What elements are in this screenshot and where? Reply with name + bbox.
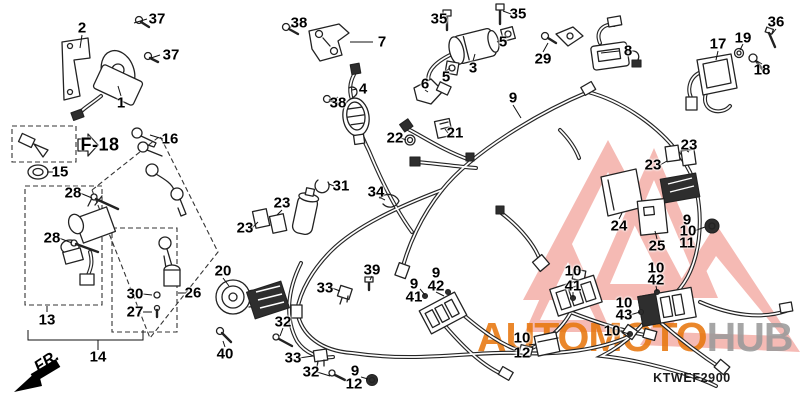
switch-pod-drawing	[342, 97, 370, 146]
grommet-15-icon	[27, 164, 49, 180]
washer-30-icon	[153, 291, 161, 299]
left-relays-drawing	[246, 187, 320, 320]
leader-lines	[27, 10, 777, 380]
relay-box-drawing	[685, 26, 777, 111]
f18-reference-drawing	[11, 125, 99, 163]
keys-and-lock-drawing	[27, 127, 219, 340]
harness-connectors	[290, 15, 794, 381]
ignition-switch-drawing	[24, 185, 120, 306]
clamp-4-icon	[348, 86, 358, 100]
stay-bracket-drawing	[281, 22, 358, 106]
regulator-and-bracket-drawing	[61, 15, 160, 122]
grommet-icon	[704, 218, 720, 234]
fuse-boxes-drawing	[365, 274, 697, 387]
tube-clamps-drawing	[272, 284, 353, 382]
fr-direction-arrow-icon	[14, 359, 61, 392]
watermark-triangle-icon	[523, 140, 800, 352]
ignition-coil-drawing	[413, 3, 516, 105]
spark-plug-cap-icon	[413, 78, 444, 105]
mid-small-parts	[314, 117, 454, 292]
watermark-text-secondary: HUB	[707, 314, 793, 360]
sensor-unit-drawing	[540, 26, 642, 71]
hook-34-icon	[379, 193, 400, 208]
right-relays-drawing	[600, 144, 720, 236]
clip-31-icon	[314, 179, 330, 194]
right-arrow-icon	[77, 133, 99, 157]
